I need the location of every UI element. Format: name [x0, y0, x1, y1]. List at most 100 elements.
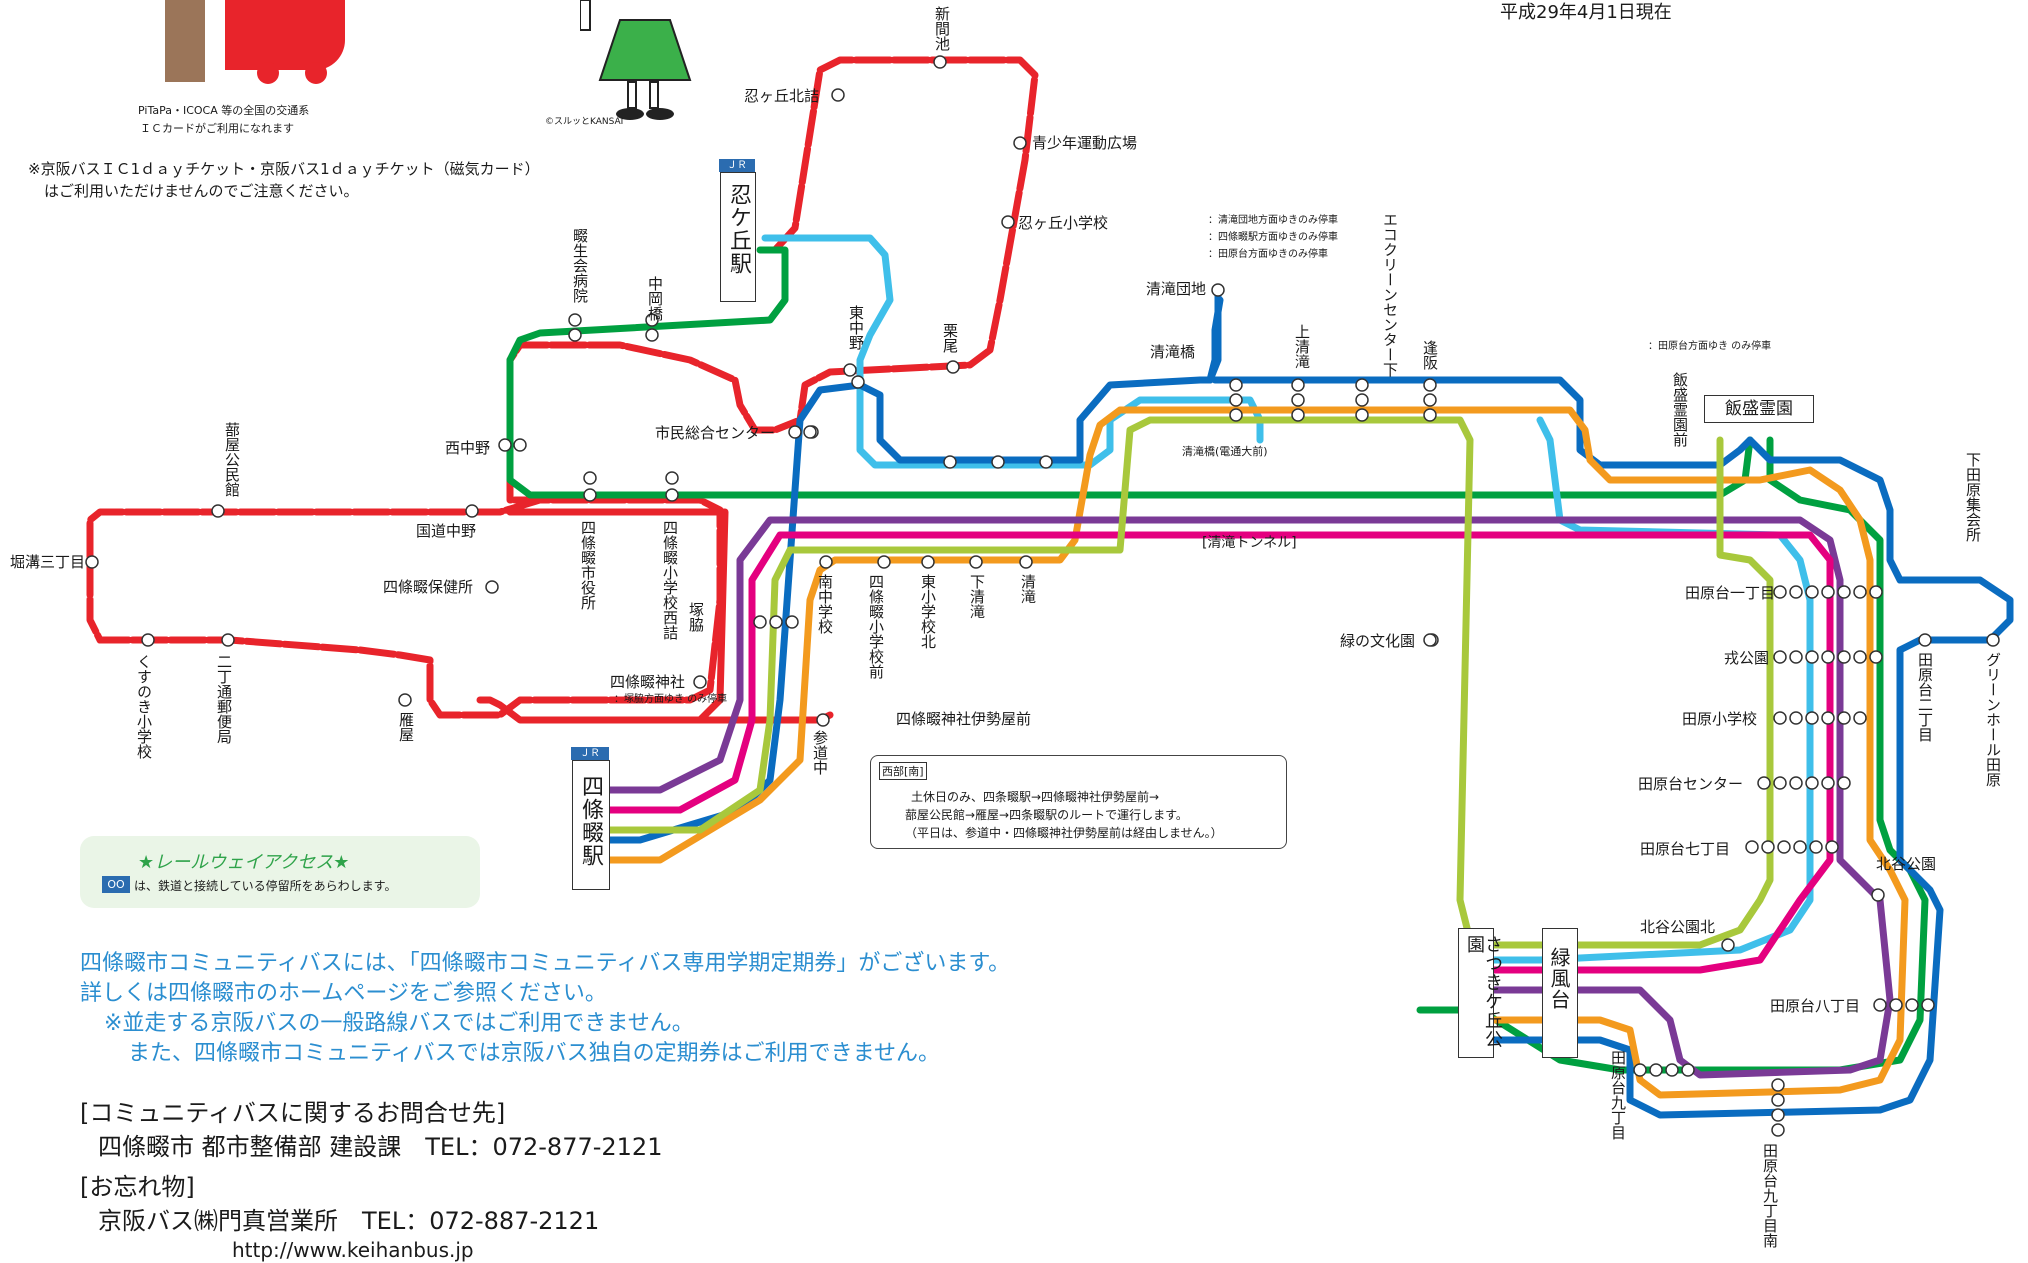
stop-kiyotakibashi-dentsu[interactable]: 清滝橋(電通大前)	[1182, 445, 1268, 458]
stop-kami-kiyotaki[interactable]: 上清滝	[1293, 324, 1311, 369]
stop-iimori-mae[interactable]: 飯盛霊園前	[1671, 372, 1689, 447]
route-red-north	[86, 56, 1039, 719]
stop-jinja[interactable]: 四條畷神社	[610, 673, 686, 691]
stop-sando[interactable]: 参道中	[811, 730, 829, 775]
contact-line: 四條畷市 都市整備部 建設課 TEL：072-877-2121	[98, 1133, 663, 1161]
legend-shijonawate: ：四條畷駅方面ゆきのみ停車	[1208, 232, 1338, 243]
stop-tahara-9-minami[interactable]: 田原台九丁目南	[1761, 1143, 1779, 1248]
stop-minami-chu[interactable]: 南中学校	[816, 574, 834, 634]
stop-kitaya-kita[interactable]: 北谷公園北	[1640, 918, 1716, 936]
stop-tahara-center[interactable]: 田原台センター	[1638, 775, 1744, 793]
ic-card-note-1: PiTaPa・ICOCA 等の全国の交通系	[138, 104, 310, 117]
stop-midori-bunka[interactable]: 緑の文化園	[1340, 632, 1416, 650]
date-label: 平成29年4月1日現在	[1500, 2, 1672, 23]
route-red-south	[476, 508, 729, 724]
station-midorikazedai[interactable]: 緑風台	[1542, 928, 1578, 1058]
stop-higashi-nakano[interactable]: 東中野	[847, 305, 865, 350]
stop-shogakko-nishi[interactable]: 四條畷小学校西詰	[661, 520, 679, 640]
stop-hokenjo[interactable]: 四條畷保健所	[383, 578, 474, 596]
stop-shimotahara[interactable]: 下田原集会所	[1964, 452, 1982, 542]
stop-kusunoki[interactable]: くすのき小学校	[135, 654, 153, 759]
stop-tahara-1[interactable]: 田原台一丁目	[1685, 584, 1776, 602]
stop-kiyotaki-danchi[interactable]: 清滝団地	[1146, 280, 1207, 298]
route-skyblue	[761, 234, 1264, 469]
tunnel-label: [清滝トンネル]	[1202, 535, 1297, 551]
station-shinobugaoka[interactable]: ＪＲ 忍ケ丘駅	[719, 159, 756, 302]
stop-kitaya[interactable]: 北谷公園	[1876, 855, 1937, 873]
stop-tahara-9[interactable]: 田原台九丁目	[1609, 1050, 1627, 1140]
railway-access-desc: は、鉄道と接続している停留所をあらわします。	[134, 879, 397, 893]
station-iimori[interactable]: 飯盛霊園	[1704, 395, 1814, 423]
stop-osaka[interactable]: 逢阪	[1421, 340, 1439, 370]
route-purple	[606, 516, 1894, 1079]
stop-seishonen[interactable]: 青少年運動広場	[1032, 134, 1138, 152]
pass-info-4: また、四條畷市コミュニティバスでは京阪バス独自の定期券はご利用できません。	[128, 1041, 941, 1066]
stop-shinmaike[interactable]: 新間池	[933, 6, 951, 51]
route-orange	[606, 406, 1909, 1099]
url-link[interactable]: http://www.keihanbus.jp	[232, 1238, 474, 1262]
station-midorikazedai-label: 緑風台	[1547, 947, 1571, 1010]
stop-shijo-shogakko-mae[interactable]: 四條畷小学校前	[867, 574, 885, 679]
railway-access-title: ★レールウェイアクセス★	[138, 852, 350, 873]
ic-card-note-2: ＩＣカードがご利用になれます	[140, 122, 294, 135]
stop-tahara-7[interactable]: 田原台七丁目	[1640, 840, 1731, 858]
pass-info-2: 詳しくは四條畷市のホームページをご参照ください。	[80, 981, 607, 1006]
stop-tahara-sho[interactable]: 田原小学校	[1682, 710, 1758, 728]
ic-logo	[165, 0, 355, 85]
jr-badge: ＪＲ	[719, 159, 755, 172]
note-line-1: 土休日のみ、四条畷駅→四條畷神社伊勢屋前→	[911, 790, 1160, 804]
stop-tahara-8[interactable]: 田原台八丁目	[1770, 997, 1861, 1015]
tsukamoto-only-note: ：塚脇方面ゆき のみ停車	[614, 694, 728, 705]
stop-kiyotakibashi[interactable]: 清滝橋	[1150, 343, 1196, 361]
saturday-route-note: 西部[南] 土休日のみ、四条畷駅→四條畷神社伊勢屋前→ 蔀屋公民館→雁屋→四条畷…	[870, 755, 1287, 849]
route-magenta	[606, 531, 1834, 974]
route-blue	[856, 296, 1224, 464]
note-tag: 西部[南]	[879, 762, 927, 780]
stop-shiyakusho[interactable]: 四條畷市役所	[579, 520, 597, 610]
stop-green-hall[interactable]: グリーンホール田原	[1984, 652, 2002, 787]
stop-jukouen[interactable]: 戎公園	[1724, 649, 1770, 667]
lost-line: 京阪バス㈱門真営業所 TEL：072-887-2121	[98, 1207, 600, 1235]
pass-info-1: 四條畷市コミュニティバスには、「四條畷市コミュニティバス専用学期定期券」がござい…	[80, 951, 1011, 976]
station-shinobugaoka-label: 忍ケ丘駅	[726, 183, 751, 275]
station-iimori-label: 飯盛霊園	[1725, 399, 1793, 419]
stop-gan-ya[interactable]: 雁屋	[397, 712, 415, 742]
station-shijonawate-label: 四條畷駅	[578, 775, 603, 867]
stop-horimizo[interactable]: 堀溝三丁目	[10, 553, 86, 571]
railway-access-icon: OO	[102, 876, 130, 893]
route-green	[506, 246, 1754, 499]
stop-eco-center[interactable]: エコクリーンセンター下	[1381, 212, 1399, 377]
day-ticket-notice-2: はご利用いただけませんのでご注意ください。	[44, 182, 359, 200]
note-line-3: （平日は、参道中・四條畷神社伊勢屋前は経由しません。）	[905, 826, 1223, 840]
stop-tsukawaki[interactable]: 塚脇	[687, 602, 705, 632]
stop-shinobu-shogakko[interactable]: 忍ヶ丘小学校	[1018, 214, 1109, 232]
stop-shimo-kiyotaki[interactable]: 下清滝	[968, 574, 986, 619]
contact-heading: [コミュニティバスに関するお問合せ先]	[80, 1099, 506, 1127]
stop-eisei-byoin[interactable]: 畷生会病院	[571, 228, 589, 303]
stop-tahara-2[interactable]: 田原台二丁目	[1916, 652, 1934, 742]
stop-kurio[interactable]: 栗尾	[941, 323, 959, 353]
stop-jinja-iseya[interactable]: 四條畷神社伊勢屋前	[896, 710, 1032, 728]
station-satsukigaoka[interactable]: さつきケ丘公園	[1458, 928, 1503, 1058]
lost-heading: [お忘れ物]	[80, 1173, 195, 1201]
jr-badge-2: ＪＲ	[571, 747, 609, 760]
stop-tomiya-kominkan[interactable]: 蔀屋公民館	[223, 422, 241, 497]
stop-nichome-yubin[interactable]: 二丁通郵便局	[215, 654, 233, 744]
stop-shinobu-kitazume[interactable]: 忍ヶ丘北詰	[744, 87, 820, 105]
legend-kiyotaki-danchi: ：清滝団地方面ゆきのみ停車	[1208, 215, 1338, 226]
stop-nishi-nakano[interactable]: 西中野	[445, 439, 491, 457]
station-satsukigaoka-label: さつきケ丘公園	[1464, 935, 1503, 1049]
stop-shimin-sogo[interactable]: 市民総合センター	[655, 424, 776, 442]
railway-access-box: ★レールウェイアクセス★ OO は、鉄道と接続している停留所をあらわします。	[80, 836, 480, 908]
taharadai-only-note: ：田原台方面ゆき のみ停車	[1648, 341, 1772, 352]
day-ticket-notice-1: ※京阪バスＩＣ1ｄａｙチケット・京阪バス1ｄａｙチケット（磁気カード）	[28, 160, 540, 178]
mascot-illustration	[579, 0, 700, 130]
station-shijonawate[interactable]: ＪＲ 四條畷駅	[571, 747, 610, 890]
stop-nakaokabashi[interactable]: 中岡橋	[646, 276, 664, 321]
copyright: ©スルッとKANSAI	[545, 117, 624, 127]
route-red-sando	[696, 711, 834, 724]
stop-kiyotaki[interactable]: 清滝	[1019, 574, 1037, 604]
stop-kokudo-nakano[interactable]: 国道中野	[416, 522, 477, 540]
stop-higashi-sho-kita[interactable]: 東小学校北	[919, 574, 937, 649]
